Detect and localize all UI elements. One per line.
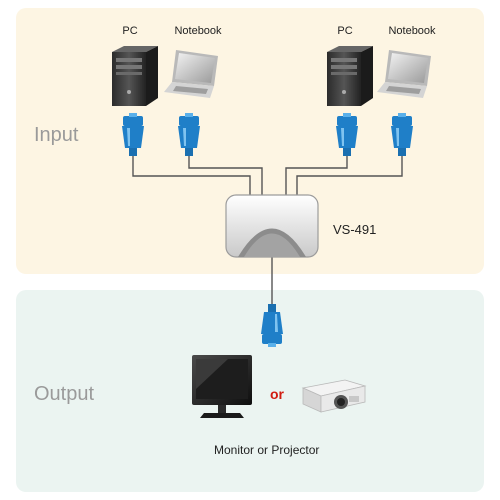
device-label-notebook-1: Notebook bbox=[174, 25, 222, 37]
output-caption: Monitor or Projector bbox=[214, 443, 320, 457]
pc-tower-icon bbox=[327, 46, 373, 106]
input-section-label: Input bbox=[34, 124, 79, 146]
switch-model-label: VS-491 bbox=[333, 222, 377, 237]
notebook-icon bbox=[377, 50, 431, 98]
vga-connector-icon bbox=[261, 304, 283, 347]
vga-connector-icon bbox=[122, 113, 144, 156]
cable-notebook-2 bbox=[296, 150, 403, 195]
vga-connector-icon bbox=[336, 113, 358, 156]
switcher-box-icon bbox=[225, 194, 319, 258]
projector-icon bbox=[301, 379, 367, 413]
cable-notebook-1 bbox=[188, 150, 263, 195]
cable-pc-2 bbox=[285, 150, 348, 195]
output-section-label: Output bbox=[34, 383, 95, 405]
input-cables bbox=[132, 150, 403, 318]
cable-pc-1 bbox=[132, 150, 251, 195]
device-label-notebook-2: Notebook bbox=[388, 25, 436, 37]
device-label-pc-1: PC bbox=[122, 25, 138, 37]
vga-connector-icon bbox=[178, 113, 200, 156]
device-label-pc-2: PC bbox=[337, 25, 353, 37]
notebook-icon bbox=[164, 50, 218, 98]
monitor-icon bbox=[192, 355, 252, 418]
vga-connector-icon bbox=[391, 113, 413, 156]
pc-tower-icon bbox=[112, 46, 158, 106]
or-label: or bbox=[270, 386, 284, 402]
